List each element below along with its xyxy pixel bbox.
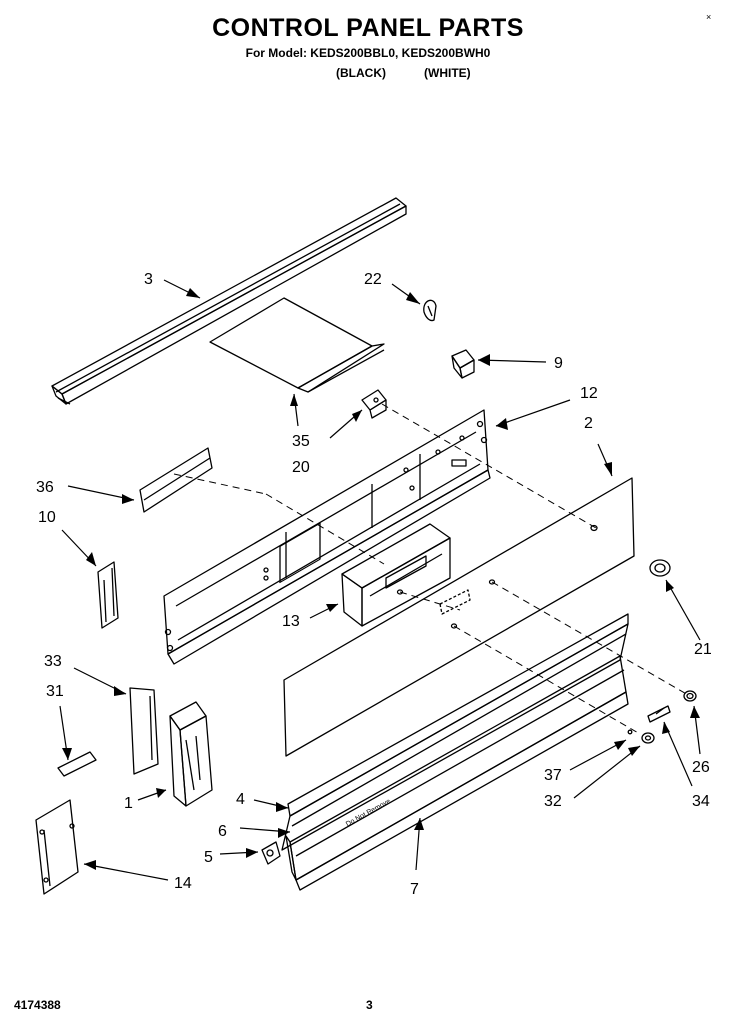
callout-13: 13 — [282, 613, 300, 630]
part-22-clip — [423, 299, 437, 322]
callout-labels: 3 22 9 12 2 35 20 36 10 13 21 33 31 26 3… — [36, 271, 712, 898]
document-number: 4174388 — [14, 998, 61, 1012]
callout-12: 12 — [580, 385, 598, 402]
page-title: CONTROL PANEL PARTS — [212, 14, 524, 42]
callout-22: 22 — [364, 271, 382, 288]
part-14-side-panel — [35, 799, 79, 895]
part-21-knob — [649, 559, 671, 577]
part-2-glass — [283, 477, 635, 757]
model-line: For Model: KEDS200BBL0, KEDS200BWH0 — [245, 46, 491, 60]
callout-21: 21 — [694, 641, 712, 658]
part-4-lower-trim — [281, 613, 629, 851]
callout-14: 14 — [174, 875, 192, 892]
part-1-end-bracket — [169, 701, 213, 807]
part-32-screw — [641, 732, 655, 744]
part-12-panel-frame — [163, 409, 491, 665]
part-26-spacer — [683, 690, 697, 702]
part-9-bezel — [451, 349, 475, 379]
callout-20: 20 — [292, 459, 310, 476]
callout-5: 5 — [204, 849, 213, 866]
color-black-label: (BLACK) — [336, 66, 386, 80]
part-20-switch — [361, 389, 387, 419]
callout-35: 35 — [292, 433, 310, 450]
callout-37: 37 — [544, 767, 562, 784]
callout-6: 6 — [218, 823, 227, 840]
leader-arrowheads — [62, 288, 700, 870]
callout-9: 9 — [554, 355, 563, 372]
callout-10: 10 — [38, 509, 56, 526]
part-36-overlay — [139, 447, 213, 513]
callout-4: 4 — [236, 791, 245, 808]
part-37-pin — [627, 729, 633, 735]
leader-lines — [59, 279, 701, 881]
callout-32: 32 — [544, 793, 562, 810]
part-7-base-channel — [285, 655, 629, 891]
part-33-side-bracket — [129, 687, 159, 775]
callout-3: 3 — [144, 271, 153, 288]
part-35-shield — [209, 297, 385, 393]
assembly-lines — [173, 403, 691, 735]
callout-26: 26 — [692, 759, 710, 776]
part-5-end-cap — [261, 841, 281, 865]
corner-mark: × — [706, 12, 712, 22]
callout-34: 34 — [692, 793, 710, 810]
callout-33: 33 — [44, 653, 62, 670]
part-13-control — [341, 523, 451, 627]
callout-2: 2 — [584, 415, 593, 432]
callout-31: 31 — [46, 683, 64, 700]
trim-imprint-text: Do Not Remove — [345, 798, 392, 828]
part-3-top-trim — [51, 197, 407, 405]
callout-1: 1 — [124, 795, 133, 812]
color-white-label: (WHITE) — [424, 66, 471, 80]
part-31-clip — [57, 751, 97, 777]
part-34-clip — [647, 705, 671, 723]
page-number: 3 — [366, 998, 373, 1012]
callout-36: 36 — [36, 479, 54, 496]
part-10-bracket — [97, 561, 119, 629]
callout-7: 7 — [410, 881, 419, 898]
